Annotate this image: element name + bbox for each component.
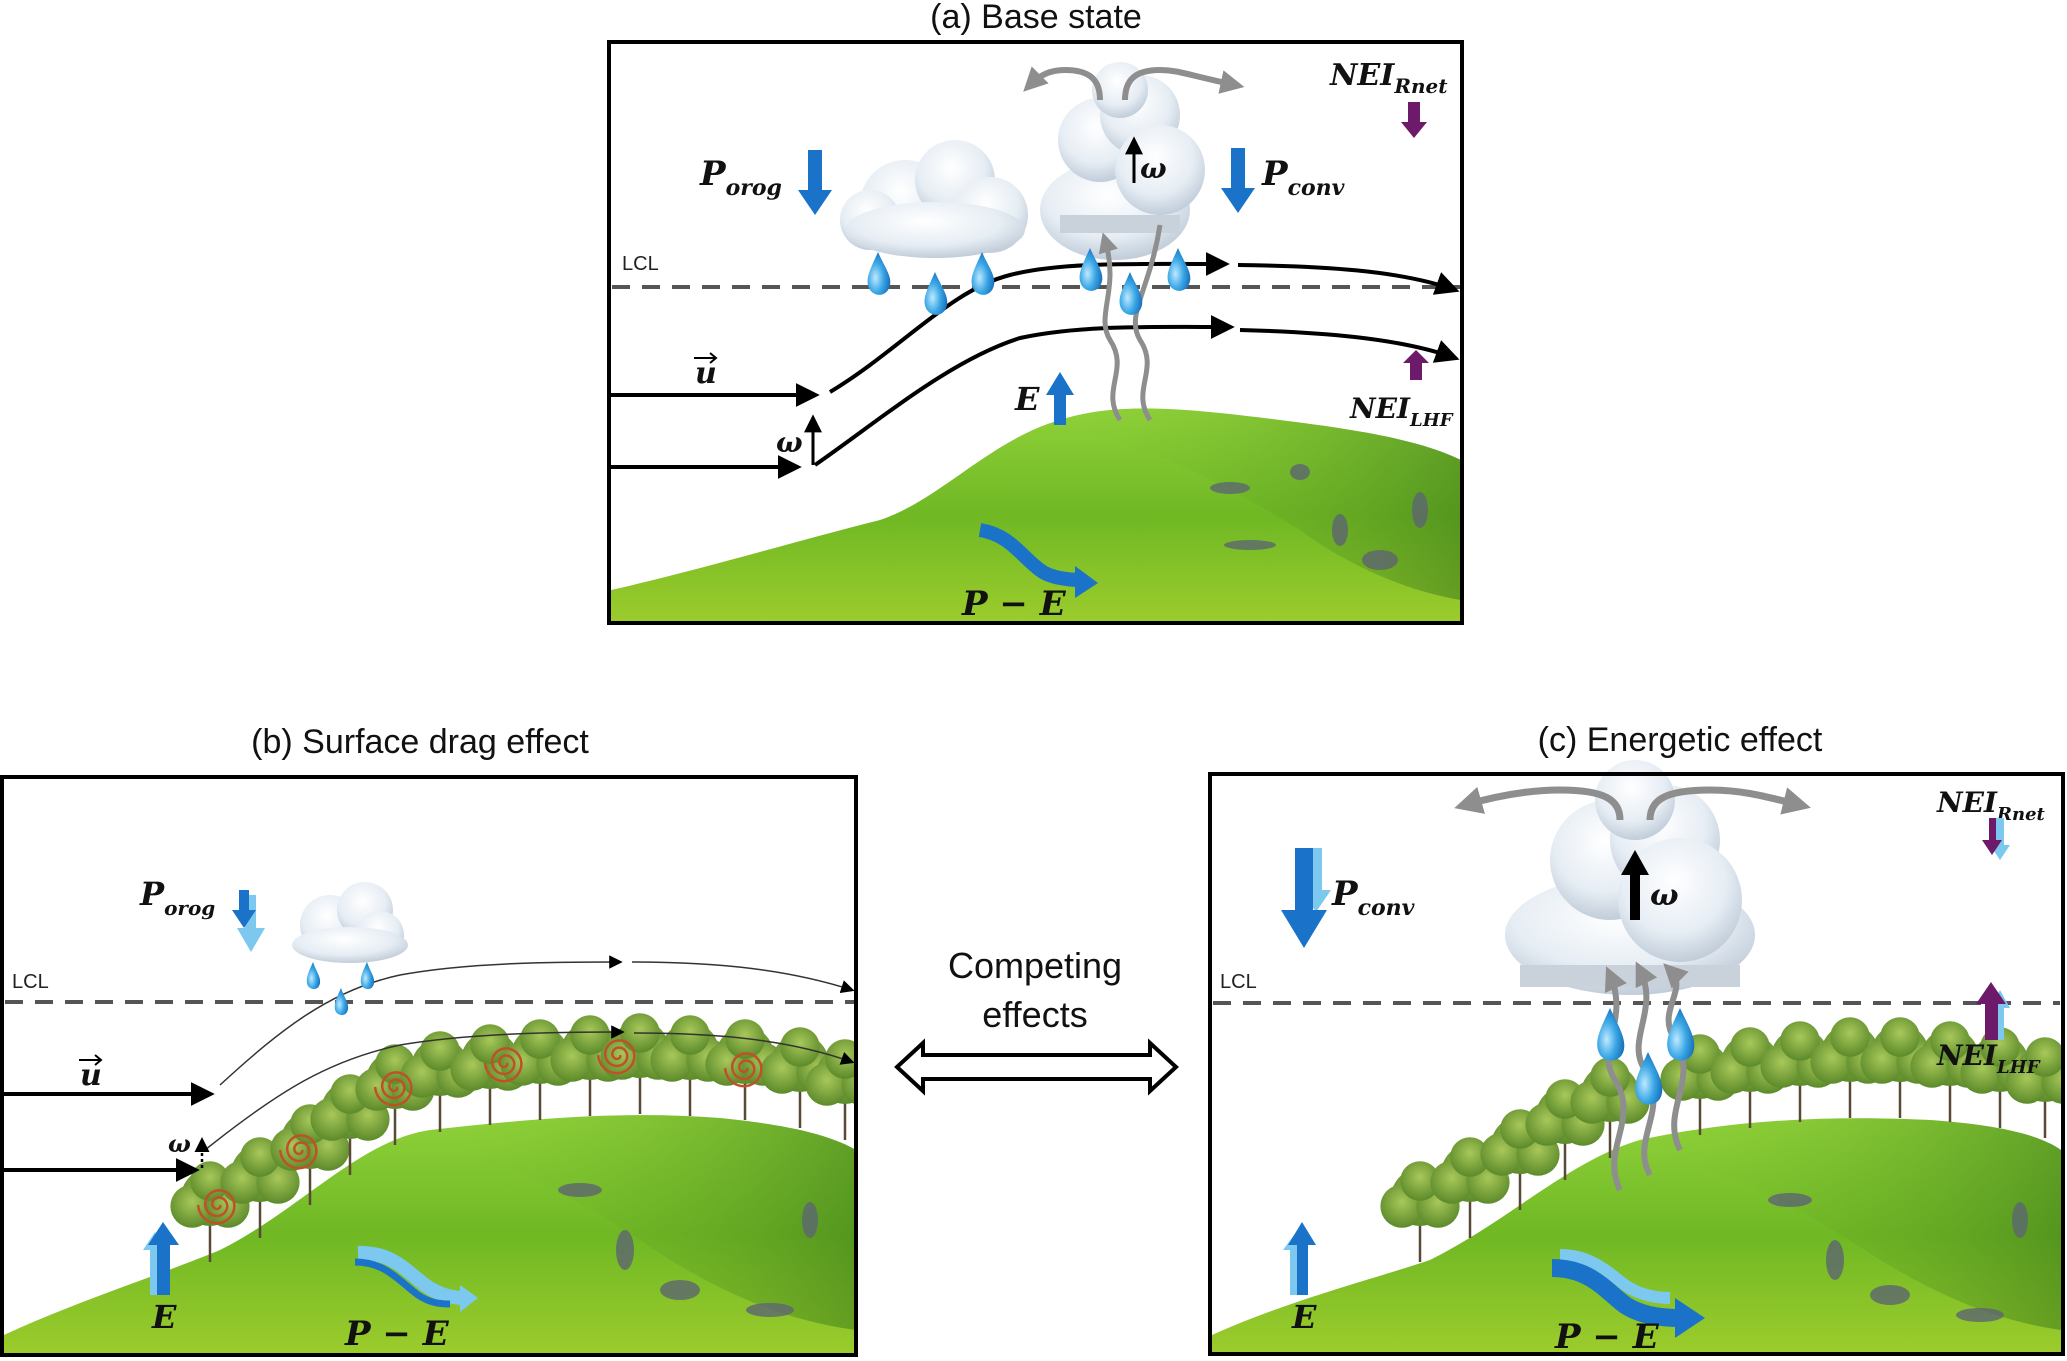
lcl-label: LCL [12,971,49,993]
runoff-label: P − E [961,584,1067,624]
convective-cloud [1505,760,1755,995]
rocks [1768,1193,2028,1322]
streamlines [204,955,855,1151]
panel-c-title: (c) Energetic effect [1538,721,1823,759]
connector-line-1: Competing [948,945,1122,986]
p-orog-label: Porog [699,154,782,201]
rocks [558,1183,818,1317]
streamlines [611,251,1460,479]
double-headed-arrow-icon [894,1038,1179,1096]
evap-arrow [148,1222,179,1295]
cloud-base-drops [1079,248,1191,315]
evap-label: E [1291,1298,1317,1336]
nei-lhf-arrow [1976,982,2006,1040]
eddy-spiral-icon [596,1039,636,1075]
nei-lhf-label: NEILHF [1349,392,1454,431]
wind-vector-label: u [80,1058,102,1093]
panel-b-title: (b) Surface drag effect [251,723,589,761]
runoff-arrow [1551,1259,1681,1327]
p-conv-label: Pconv [1331,874,1415,921]
runoff-label: P − E [344,1314,450,1354]
outflow-right-arrow [1122,66,1245,101]
p-conv-label: Pconv [1261,154,1345,201]
orographic-cloud [840,140,1028,258]
eddy-spiral-icon [196,1189,236,1225]
raindrops [1597,1008,1695,1105]
orographic-cloud [292,882,408,963]
tree-row [1380,1017,2061,1262]
wind-vector-label: u [695,356,717,391]
raindrops [867,252,995,315]
hill-shadow [430,1115,854,1330]
runoff-weakened-head [460,1285,478,1312]
p-conv-arrow [1221,148,1255,213]
evap-label: E [1014,380,1040,418]
panel-c: (c) Energetic effect LCL [1208,721,2065,1357]
eddy-spiral-icon [373,1071,413,1107]
vector-arrow-icon [694,352,718,364]
omega-low-label: ω [168,1129,191,1158]
p-orog-label: Porog [139,875,215,920]
runoff-weakened-arrow [357,1245,466,1305]
omega-cloud-arrow-shape [1621,850,1649,920]
nei-rnet-label: NEIRnet [1936,786,2046,825]
runoff-weakened-arrow [1559,1249,1671,1304]
p-orog-arrow [798,150,832,215]
evap-label: E [151,1298,177,1336]
lcl-label: LCL [1220,971,1257,993]
panel-b: (b) Surface drag effect LCL [0,723,858,1357]
panel-b-frame [0,775,858,1357]
panel-c-frame [1208,772,2065,1356]
turbulent-eddies [196,1039,763,1225]
omega-cloud-label: ω [1650,878,1679,913]
p-orog-weakened-arrow [237,895,265,952]
eddy-spiral-icon [278,1134,318,1170]
outflow-left-arrow [1023,66,1103,101]
panel-a: (a) Base state LCL [607,0,1464,625]
runoff-arrow-head [1075,566,1098,598]
nei-lhf-label: NEILHF [1936,1039,2041,1078]
moisture-plumes [1098,224,1163,422]
runoff-arrow [354,1258,451,1308]
eddy-spiral-icon [723,1052,763,1088]
omega-low-label: ω [776,426,803,459]
panel-a-frame [607,40,1464,625]
inflow-arrows [4,1082,215,1182]
evap-arrow [1288,1222,1316,1295]
runoff-arrow [978,523,1081,587]
tree [2005,1037,2061,1138]
panel-a-title: (a) Base state [930,0,1142,36]
raindrops [306,962,375,1016]
lcl-label: LCL [622,253,659,275]
omega-cloud-label: ω [1140,152,1167,185]
rocks [1210,464,1428,570]
nei-rnet-label: NEIRnet [1329,58,1448,98]
convective-cloud [1040,62,1205,260]
runoff-label: P − E [1554,1317,1660,1357]
evap-arrow [1046,372,1074,425]
nei-rnet-arrow [1401,102,1427,138]
p-conv-arrow [1281,848,1327,948]
connector-line-2: effects [982,994,1087,1035]
vector-arrow-icon [79,1054,103,1066]
hill-shadow [1060,408,1461,600]
eddy-spiral-icon [483,1047,523,1083]
p-orog-arrow [232,890,256,928]
runoff-arrow-head [1675,1298,1705,1338]
competing-effects-connector: Competing effects [894,945,1179,1096]
nei-lhf-arrow [1403,350,1429,380]
hill-shadow [1640,1118,2061,1330]
outflow-right-arrow [1646,786,1811,821]
outflow-left-arrow [1454,786,1624,821]
nei-rnet-arrow [1982,818,2002,855]
